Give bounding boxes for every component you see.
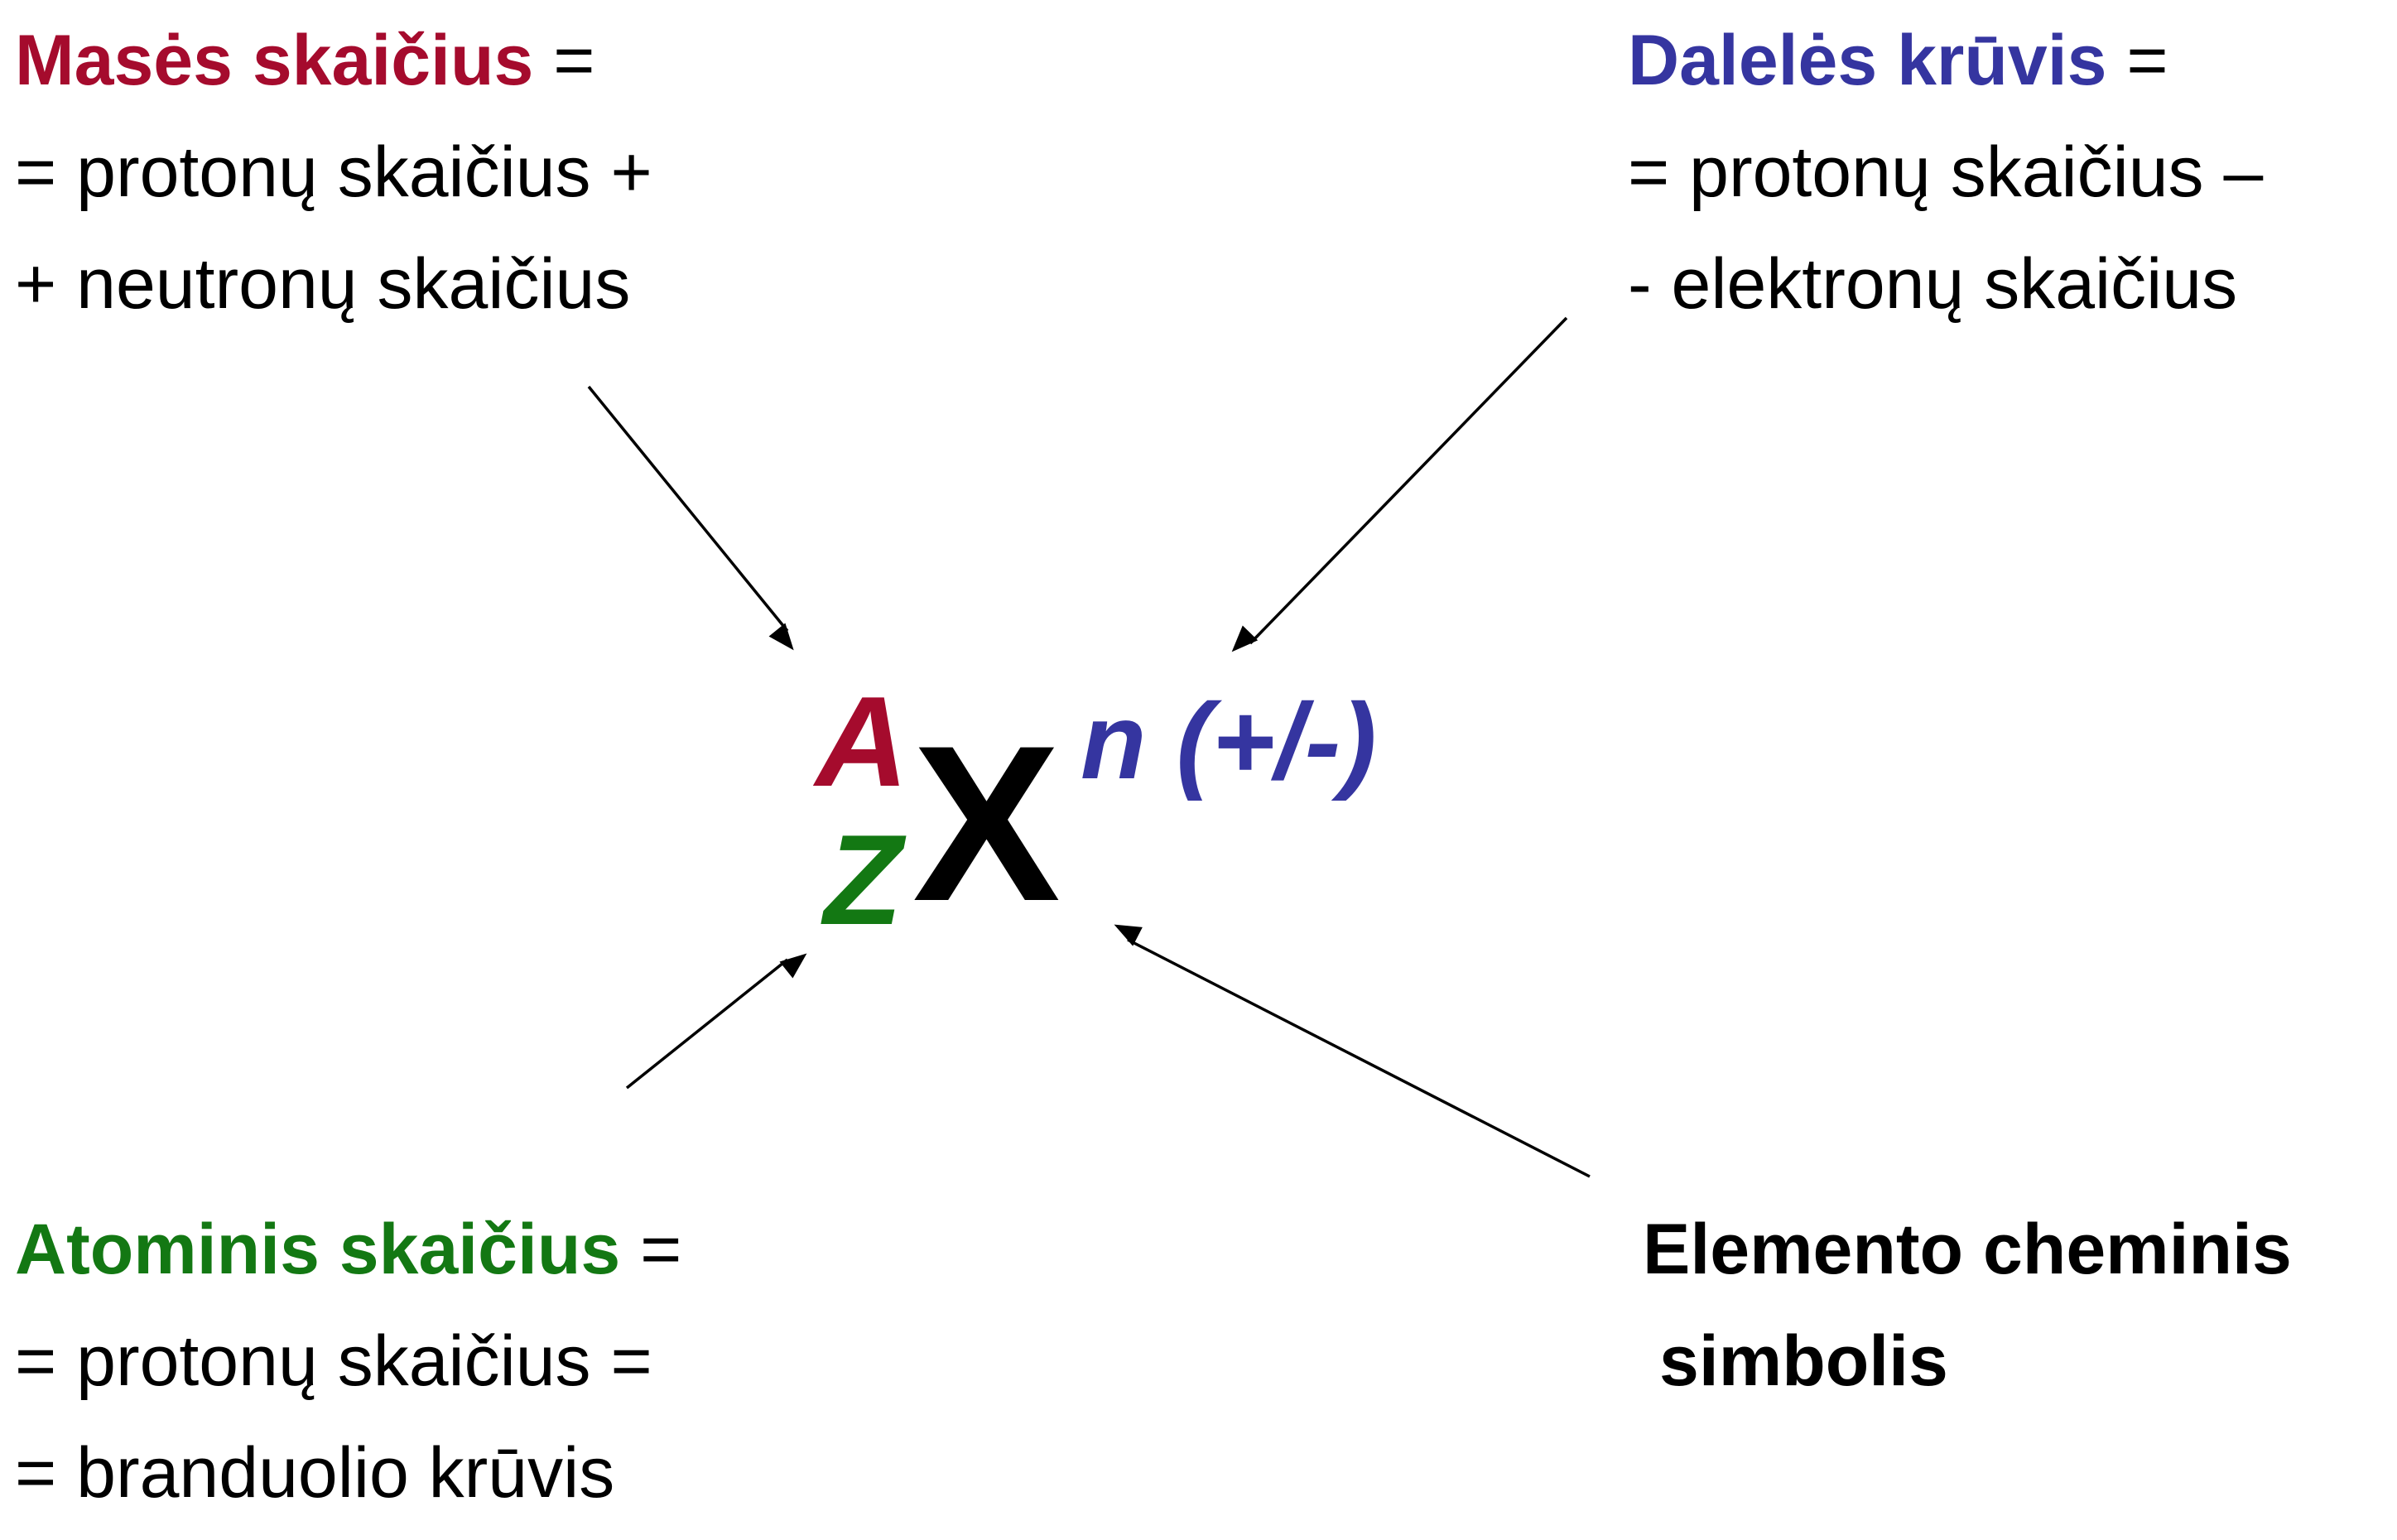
atomic-number-line2: = protonų skaičius = (15, 1321, 652, 1401)
mass-number-title: Masės skaičius (15, 21, 534, 100)
mass-number-line3: + neutronų skaičius (15, 244, 631, 324)
mass-number-description: Masės skaičius = = protonų skaičius + + … (15, 5, 652, 340)
atomic-number-description: Atominis skaičius = = protonų skaičius =… (15, 1194, 681, 1529)
mass-number-line2: = protonų skaičius + (15, 132, 652, 212)
arrow-element-symbol (1114, 924, 1591, 1178)
equals-sign: = (620, 1210, 682, 1289)
charge-symbol: n (+/-) (1081, 681, 1377, 801)
arrow-mass-number (587, 385, 794, 651)
element-symbol-description: Elemento cheminis simbolis (1643, 1194, 2292, 1417)
equals-sign: = (533, 21, 595, 100)
particle-charge-line2: = protonų skaičius – (1628, 132, 2264, 212)
particle-charge-title: Dalelės krūvis (1628, 21, 2107, 100)
arrow-atomic-number (625, 953, 807, 1090)
mass-number-symbol: A (816, 670, 908, 813)
element-symbol-line1: Elemento cheminis (1643, 1210, 2292, 1289)
equals-sign: = (2106, 21, 2168, 100)
particle-charge-line3: - elektronų skaičius (1628, 244, 2238, 324)
particle-charge-description: Dalelės krūvis = = protonų skaičius – - … (1628, 5, 2263, 340)
atomic-number-line3: = branduolio krūvis (15, 1433, 615, 1513)
atomic-number-title: Atominis skaičius (15, 1210, 621, 1289)
element-symbol-line2: simbolis (1659, 1321, 1948, 1401)
element-symbol-x: X (912, 699, 1061, 947)
atomic-number-symbol: Z (824, 808, 902, 951)
arrow-particle-charge (1231, 316, 1568, 652)
